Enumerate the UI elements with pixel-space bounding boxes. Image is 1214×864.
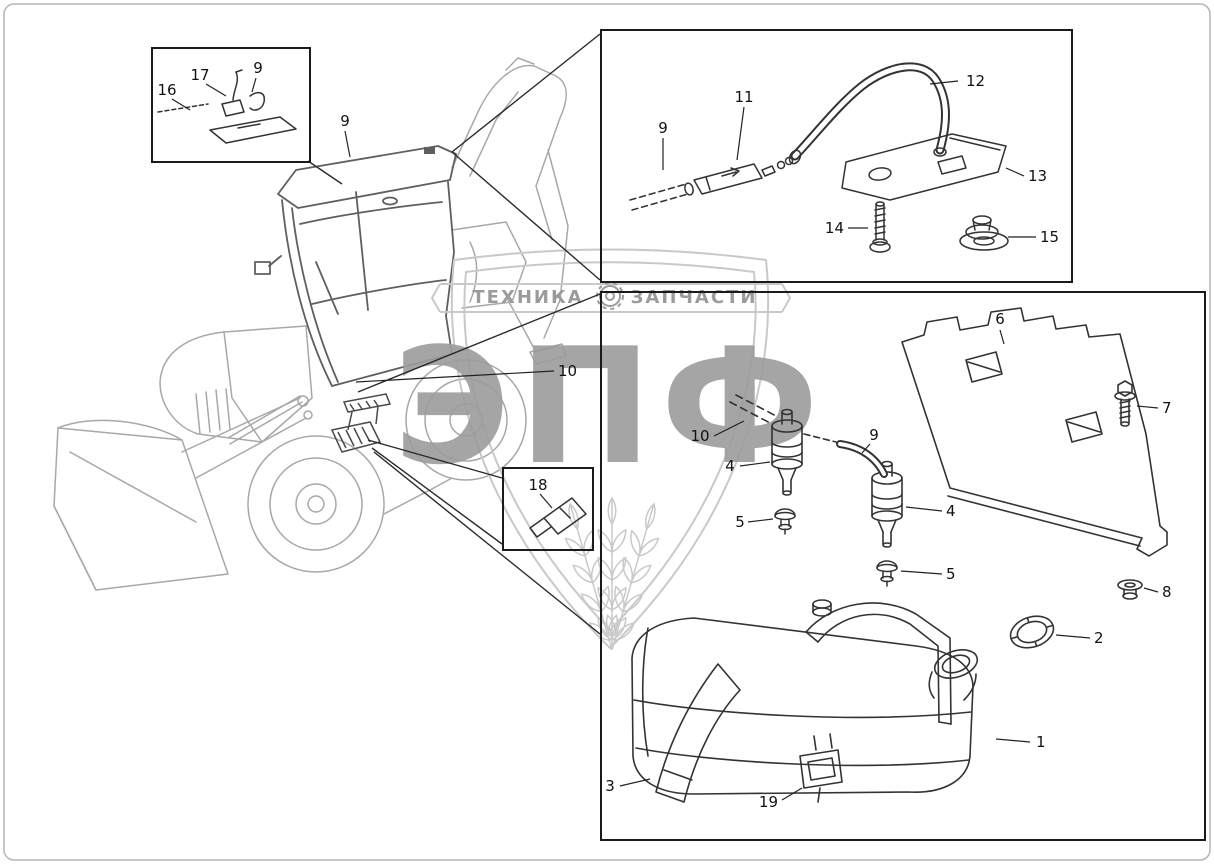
mirror xyxy=(254,261,271,275)
nozzle-box-drawing xyxy=(529,497,587,538)
callout-leaders xyxy=(171,77,1159,801)
callout-br-19: 19 xyxy=(759,793,778,811)
inset-top-left-drawing xyxy=(157,69,297,144)
callout-br-3: 3 xyxy=(605,777,615,795)
callout-br-7: 7 xyxy=(1162,399,1172,417)
watermark-right-text: ЗАПЧАСТИ xyxy=(631,287,758,308)
roof-notch xyxy=(424,147,435,154)
callout-tl-9: 9 xyxy=(253,59,263,77)
roof-washer-nozzle xyxy=(382,196,398,206)
callout-tr-14: 14 xyxy=(825,219,844,237)
inset-box-borders xyxy=(151,29,1206,841)
callout-br-4a: 4 xyxy=(725,457,735,475)
callout-tr-11: 11 xyxy=(734,88,753,106)
callout-tr-9: 9 xyxy=(658,119,668,137)
inset-top-left-border xyxy=(151,47,311,163)
callout-br-2: 2 xyxy=(1094,629,1104,647)
callout-br-6: 6 xyxy=(995,310,1005,328)
callout-main-10: 10 xyxy=(558,362,577,380)
parts-box-drawing xyxy=(631,307,1168,803)
watermark-left-text: ТЕХНИКА xyxy=(472,287,583,308)
under-cab-washer-bottle xyxy=(330,393,392,453)
callout-br-4b: 4 xyxy=(946,502,956,520)
callout-nozzle-18: 18 xyxy=(528,476,547,494)
callout-labels: 9 10 18 17 9 16 9 11 12 13 14 15 6 7 10 … xyxy=(157,59,1171,811)
callout-br-1: 1 xyxy=(1036,733,1046,751)
callout-br-5b: 5 xyxy=(946,565,956,583)
callout-tr-15: 15 xyxy=(1040,228,1059,246)
backhoe-loader-sketch xyxy=(53,57,569,591)
callout-br-10: 10 xyxy=(690,427,709,445)
callout-br-9: 9 xyxy=(869,426,879,444)
watermark-shield xyxy=(430,248,792,650)
inset-top-right-drawing xyxy=(629,62,1009,253)
callout-tl-17: 17 xyxy=(190,66,209,84)
watermark: ТЕХНИКА ЗАПЧАСТИ ЭПФ xyxy=(393,248,827,655)
detail-connector-lines xyxy=(307,33,601,635)
callout-br-5a: 5 xyxy=(735,513,745,531)
nozzle-box-border xyxy=(502,467,594,551)
callout-tr-13: 13 xyxy=(1028,167,1047,185)
watermark-big-text: ЭПФ xyxy=(393,313,827,500)
callout-br-8: 8 xyxy=(1162,583,1172,601)
inset-top-right-border xyxy=(600,29,1073,283)
callout-main-9: 9 xyxy=(340,112,350,130)
callout-tr-12: 12 xyxy=(966,72,985,90)
parts-box-border xyxy=(600,291,1206,841)
callout-tl-16: 16 xyxy=(157,81,176,99)
